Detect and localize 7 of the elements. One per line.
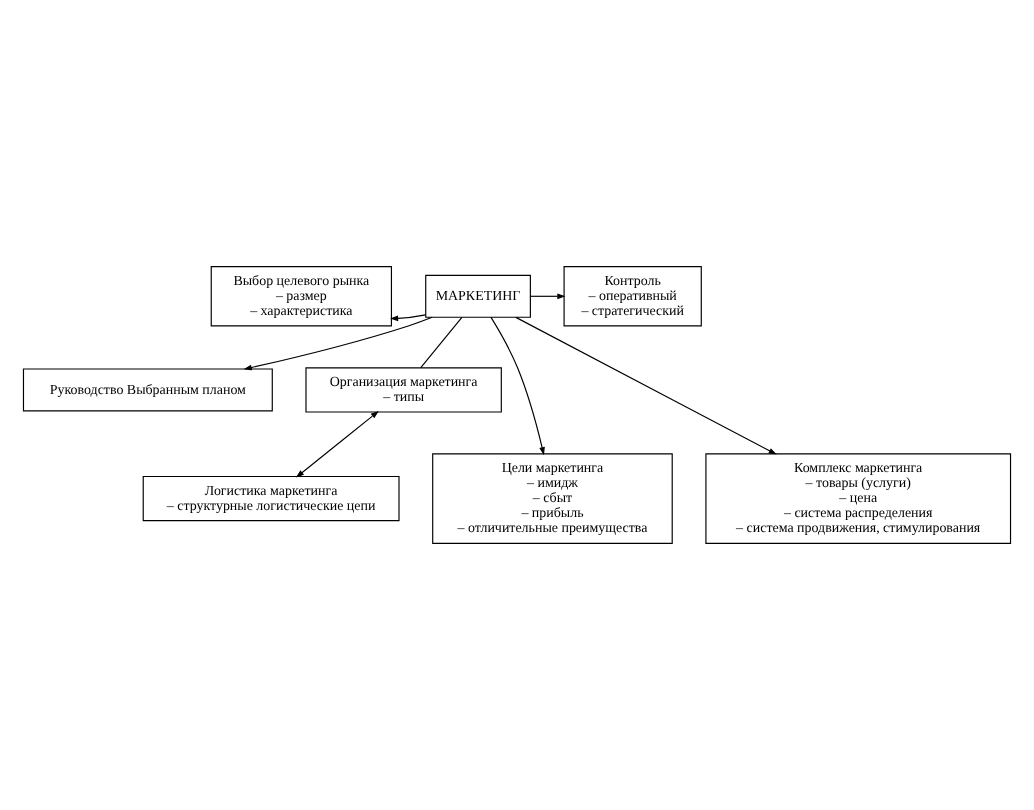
arrow (530, 293, 566, 300)
arrow (295, 410, 379, 478)
arrow (243, 316, 433, 371)
arrow (490, 316, 545, 456)
arrow (515, 316, 777, 455)
connector (420, 316, 463, 369)
arrow (390, 314, 427, 322)
